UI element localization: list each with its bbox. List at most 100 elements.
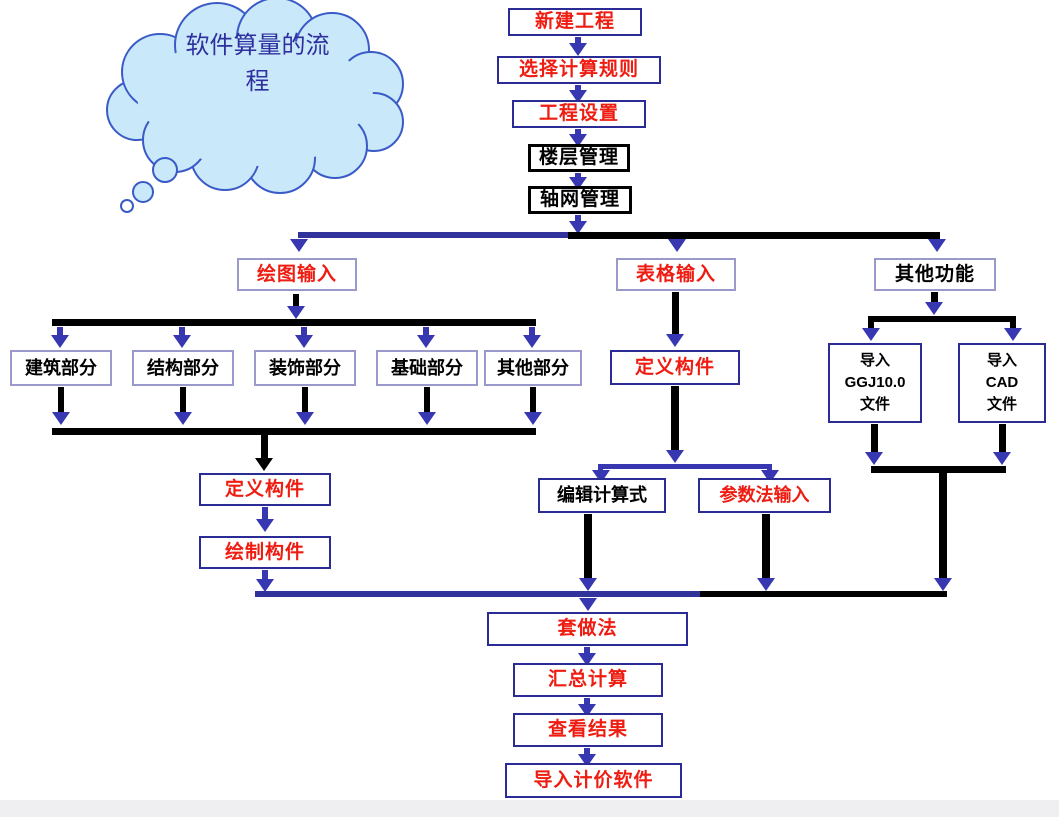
edge-line	[868, 316, 874, 328]
edge-line	[302, 387, 308, 413]
arrow-down-icon	[569, 90, 587, 103]
edge-line	[179, 327, 185, 337]
node-arch-part: 建筑部分	[10, 350, 112, 386]
node-import-cad: 导入 CAD 文件	[958, 343, 1046, 423]
node-import-pricing: 导入计价软件	[505, 763, 682, 798]
node-edit-formula: 编辑计算式	[538, 478, 666, 513]
node-define-comp-left: 定义构件	[199, 473, 331, 506]
edge-line	[762, 514, 770, 580]
footer-strip	[0, 800, 1059, 817]
edge-line	[598, 464, 603, 473]
node-view-results: 查看结果	[513, 713, 663, 747]
edge-line	[871, 466, 1006, 473]
edge-line	[575, 85, 581, 92]
arrow-down-icon	[925, 302, 943, 315]
node-new-project: 新建工程	[508, 8, 642, 36]
edge-line	[584, 647, 590, 655]
node-project-setup: 工程设置	[512, 100, 646, 128]
arrow-down-icon	[174, 412, 192, 425]
edge-line	[575, 215, 581, 223]
arrow-down-icon	[52, 412, 70, 425]
arrow-down-icon	[173, 335, 191, 348]
arrow-down-icon	[569, 221, 587, 234]
thought-cloud-icon	[106, 0, 404, 213]
node-draw-input: 绘图输入	[237, 258, 357, 291]
node-grid-mgmt: 轴网管理	[528, 186, 632, 214]
edge-line	[568, 232, 940, 239]
edge-line	[255, 591, 700, 597]
edge-line	[58, 387, 64, 413]
edge-line	[261, 435, 268, 459]
edge-line	[575, 173, 581, 179]
edge-line	[1010, 316, 1016, 328]
arrow-down-icon	[668, 239, 686, 252]
arrow-down-icon	[51, 335, 69, 348]
node-apply-method: 套做法	[487, 612, 688, 646]
arrow-down-icon	[569, 134, 587, 147]
arrow-down-icon	[290, 239, 308, 252]
node-draw-comp: 绘制构件	[199, 536, 331, 569]
edge-line	[700, 591, 947, 597]
arrow-down-icon	[579, 598, 597, 611]
arrow-down-icon	[418, 412, 436, 425]
edge-line	[52, 428, 536, 435]
edge-line	[671, 386, 679, 452]
arrow-down-icon	[928, 239, 946, 252]
arrow-down-icon	[666, 450, 684, 463]
edge-line	[262, 507, 268, 521]
arrow-down-icon	[255, 458, 273, 471]
arrow-down-icon	[524, 412, 542, 425]
arrow-down-icon	[417, 335, 435, 348]
edge-line	[52, 319, 536, 326]
arrow-down-icon	[934, 578, 952, 591]
edge-line	[672, 292, 679, 336]
edge-line	[575, 129, 581, 136]
edge-line	[293, 294, 299, 308]
node-struct-part: 结构部分	[132, 350, 234, 386]
arrow-down-icon	[287, 306, 305, 319]
arrow-down-icon	[1004, 328, 1022, 341]
arrow-down-icon	[578, 653, 596, 666]
edge-line	[767, 464, 772, 473]
edge-line	[180, 387, 186, 413]
edge-line	[999, 424, 1006, 454]
node-other-part: 其他部分	[484, 350, 582, 386]
edge-line	[423, 327, 429, 337]
edge-line	[424, 387, 430, 413]
edge-line	[598, 464, 772, 469]
node-param-input: 参数法输入	[698, 478, 831, 513]
arrow-down-icon	[295, 335, 313, 348]
edge-line	[262, 570, 268, 580]
edge-line	[868, 316, 1016, 322]
arrow-down-icon	[862, 328, 880, 341]
edge-line	[871, 424, 878, 454]
node-define-comp-mid: 定义构件	[610, 350, 740, 385]
arrow-down-icon	[757, 578, 775, 591]
edge-line	[530, 387, 536, 413]
node-floor-mgmt: 楼层管理	[528, 144, 630, 172]
arrow-down-icon	[865, 452, 883, 465]
edge-line	[57, 327, 63, 337]
edge-line	[301, 327, 307, 337]
arrow-down-icon	[993, 452, 1011, 465]
edge-line	[575, 37, 581, 45]
node-select-rule: 选择计算规则	[497, 56, 661, 84]
edge-line	[584, 748, 590, 756]
node-summary-calc: 汇总计算	[513, 663, 663, 697]
node-import-ggj: 导入 GGJ10.0 文件	[828, 343, 922, 423]
edge-line	[939, 466, 947, 580]
arrow-down-icon	[579, 578, 597, 591]
arrow-down-icon	[296, 412, 314, 425]
edge-line	[298, 232, 570, 238]
arrow-down-icon	[569, 43, 587, 56]
arrow-down-icon	[256, 519, 274, 532]
node-other-funcs: 其他功能	[874, 258, 996, 291]
node-decor-part: 装饰部分	[254, 350, 356, 386]
edge-line	[584, 514, 592, 580]
edge-line	[529, 327, 535, 337]
node-found-part: 基础部分	[376, 350, 478, 386]
arrow-down-icon	[256, 579, 274, 592]
cloud-title: 软件算量的流 程	[185, 33, 330, 95]
arrow-down-icon	[523, 335, 541, 348]
